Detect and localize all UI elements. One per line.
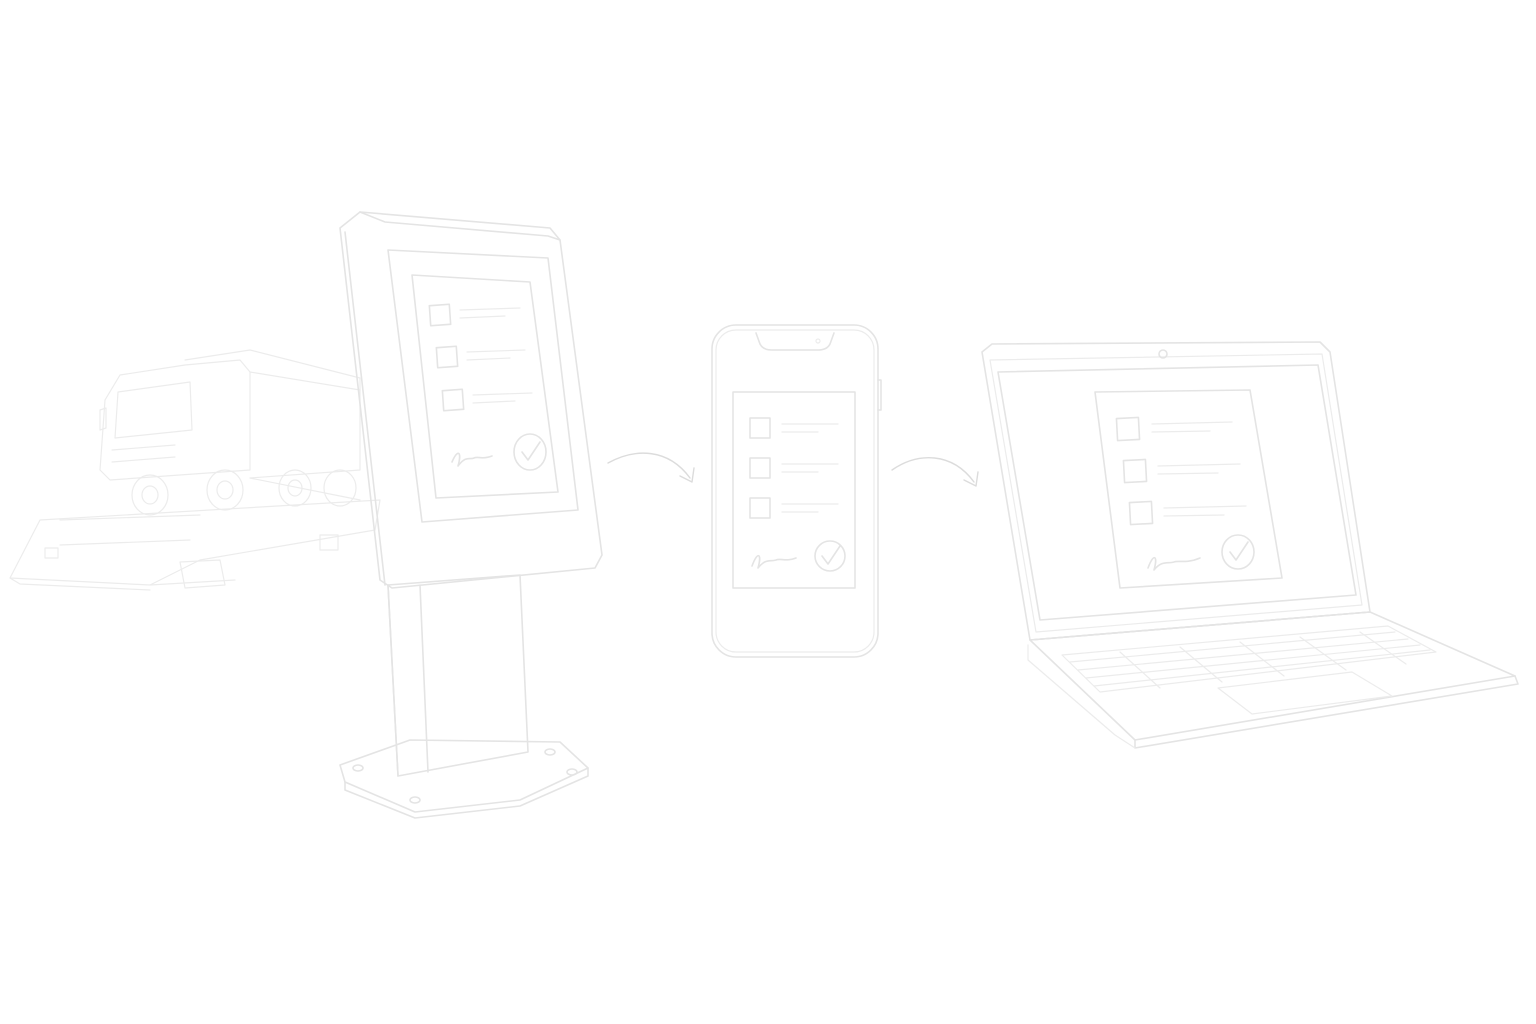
weighbridge-kiosk-icon	[339, 211, 603, 819]
smartphone-icon	[711, 324, 882, 658]
curved-arrow-icon	[607, 452, 695, 483]
truck-icon	[9, 349, 381, 591]
laptop-icon	[981, 341, 1519, 749]
curved-arrow-icon	[891, 457, 979, 487]
